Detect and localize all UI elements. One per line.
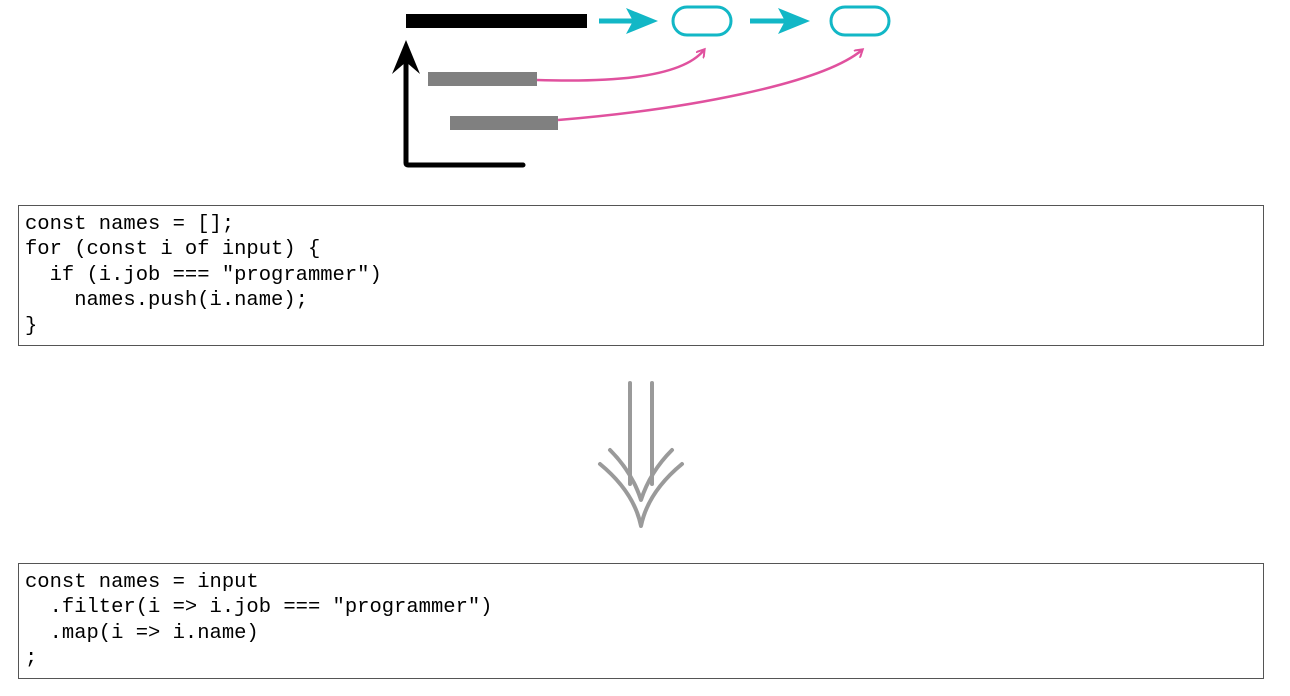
- transform-down-arrow-icon: [598, 381, 684, 528]
- functional-code-box: const names = input .filter(i => i.job =…: [18, 563, 1264, 679]
- sub-bar-filter: [428, 72, 537, 86]
- main-black-bar: [406, 14, 587, 28]
- oval-node-1: [671, 5, 733, 37]
- code-line: .map(i => i.name): [25, 621, 259, 645]
- code-line: }: [25, 314, 38, 338]
- loop-back-arrowhead-icon: [392, 40, 420, 74]
- link-curve-map: [557, 50, 862, 122]
- sub-bar-map: [450, 116, 558, 130]
- link-curve-filter: [536, 50, 704, 82]
- code-line: if (i.job === "programmer"): [25, 263, 382, 287]
- loop-to-pipeline-diagram: [392, 5, 891, 168]
- code-line: const names = input: [25, 571, 259, 594]
- oval-node-2: [829, 5, 891, 37]
- flow-arrow-2-icon: [750, 8, 810, 34]
- imperative-code-box: const names = []; for (const i of input)…: [18, 205, 1264, 346]
- code-line: names.push(i.name);: [25, 289, 308, 313]
- code-line: ;: [25, 647, 38, 671]
- loop-back-arrow: [403, 53, 526, 168]
- flow-arrow-1-icon: [599, 8, 658, 34]
- code-line: const names = [];: [25, 213, 235, 236]
- code-line: for (const i of input) {: [25, 238, 321, 262]
- code-line: .filter(i => i.job === "programmer"): [25, 596, 493, 620]
